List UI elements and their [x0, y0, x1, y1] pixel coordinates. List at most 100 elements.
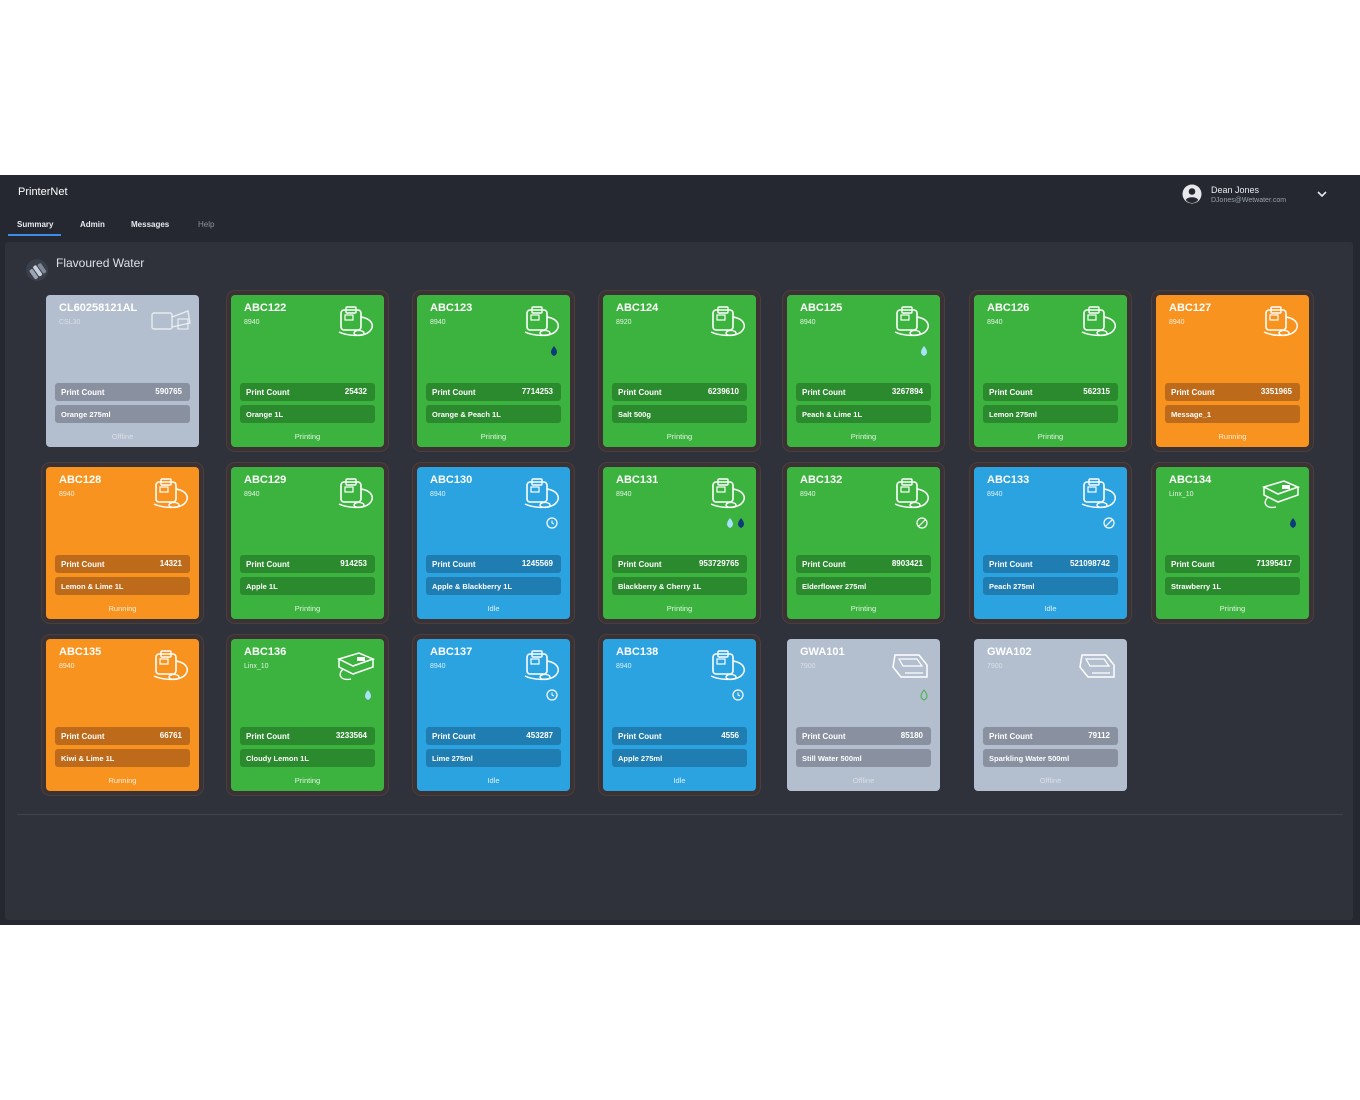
- printer-icon: [338, 306, 374, 337]
- message-label: Orange 1L: [246, 410, 284, 419]
- status-label: Printing: [294, 432, 321, 441]
- label-printer-icon: [892, 654, 928, 678]
- printer-name: ABC135: [59, 646, 102, 658]
- printer-model: 8940: [59, 491, 75, 498]
- tab-help[interactable]: Help: [198, 220, 215, 229]
- status-label: Printing: [294, 604, 321, 613]
- print-count-label: Print Count: [61, 732, 105, 741]
- current-message: Strawberry 1L: [1165, 577, 1300, 595]
- printer-icon: [338, 478, 374, 509]
- printer-model: 8940: [59, 663, 75, 670]
- status-label: Printing: [850, 432, 877, 441]
- current-message: Peach & Lime 1L: [796, 405, 931, 423]
- print-count-value: 25432: [344, 387, 367, 396]
- status-label: Idle: [1044, 604, 1057, 613]
- bottles-icon: [26, 259, 48, 281]
- blocked-icon: [916, 517, 928, 529]
- printer-model: Linx_10: [244, 663, 269, 670]
- print-count-value: 3233564: [335, 731, 367, 740]
- current-message: Orange 275ml: [55, 405, 190, 423]
- ink-drops-icon: [727, 518, 744, 528]
- print-count-label: Print Count: [246, 732, 290, 741]
- print-count-value: 590765: [155, 387, 182, 396]
- status-label: Idle: [673, 776, 686, 785]
- tab-messages[interactable]: Messages: [131, 220, 170, 229]
- tab-summary[interactable]: Summary: [17, 220, 54, 229]
- print-count-value: 8903421: [891, 559, 923, 568]
- current-message: Elderflower 275ml: [796, 577, 931, 595]
- active-tab-indicator: [8, 234, 61, 236]
- printer-icon: [153, 478, 189, 509]
- print-count-label: Print Count: [246, 560, 290, 569]
- status-label: Printing: [480, 432, 507, 441]
- printer-name: ABC127: [1169, 302, 1212, 314]
- tab-admin[interactable]: Admin: [80, 220, 105, 229]
- status-label: Offline: [111, 432, 134, 441]
- print-count-value: 66761: [159, 731, 182, 740]
- printer-model: 8940: [430, 663, 446, 670]
- print-count-bar: Print Count 66761: [55, 727, 190, 745]
- printer-icon: [710, 650, 746, 681]
- ink-drop-icon: [365, 690, 371, 700]
- current-message: Lime 275ml: [426, 749, 561, 767]
- printer-name: ABC132: [800, 474, 843, 486]
- print-count-value: 3351965: [1260, 387, 1292, 396]
- message-label: Lime 275ml: [432, 754, 473, 763]
- printer-name: ABC138: [616, 646, 659, 658]
- current-message: Cloudy Lemon 1L: [240, 749, 375, 767]
- printer-name: GWA102: [987, 646, 1032, 658]
- printer-name: ABC126: [987, 302, 1030, 314]
- idle-clock-icon: [546, 689, 558, 701]
- printer-model: 8940: [987, 491, 1003, 498]
- current-message: Orange 1L: [240, 405, 375, 423]
- user-name: Dean Jones: [1211, 185, 1260, 195]
- chevron-down-icon[interactable]: [1316, 189, 1328, 199]
- message-label: Peach 275ml: [989, 582, 1035, 591]
- ink-drop-icon: [921, 346, 927, 356]
- printer-model: 8940: [800, 491, 816, 498]
- current-message: Peach 275ml: [983, 577, 1118, 595]
- printer-model: CSL30: [59, 319, 81, 326]
- print-count-value: 7714253: [521, 387, 553, 396]
- print-count-value: 914253: [340, 559, 367, 568]
- current-message: Kiwi & Lime 1L: [55, 749, 190, 767]
- printer-icon: [710, 306, 746, 337]
- group-title: Flavoured Water: [56, 256, 145, 270]
- printer-icon: [524, 306, 560, 337]
- printer-model: 8940: [987, 319, 1003, 326]
- status-label: Printing: [666, 432, 693, 441]
- printer-model: 8940: [244, 319, 260, 326]
- print-count-label: Print Count: [802, 732, 846, 741]
- message-label: Apple & Blackberry 1L: [432, 582, 513, 591]
- message-label: Apple 1L: [246, 582, 278, 591]
